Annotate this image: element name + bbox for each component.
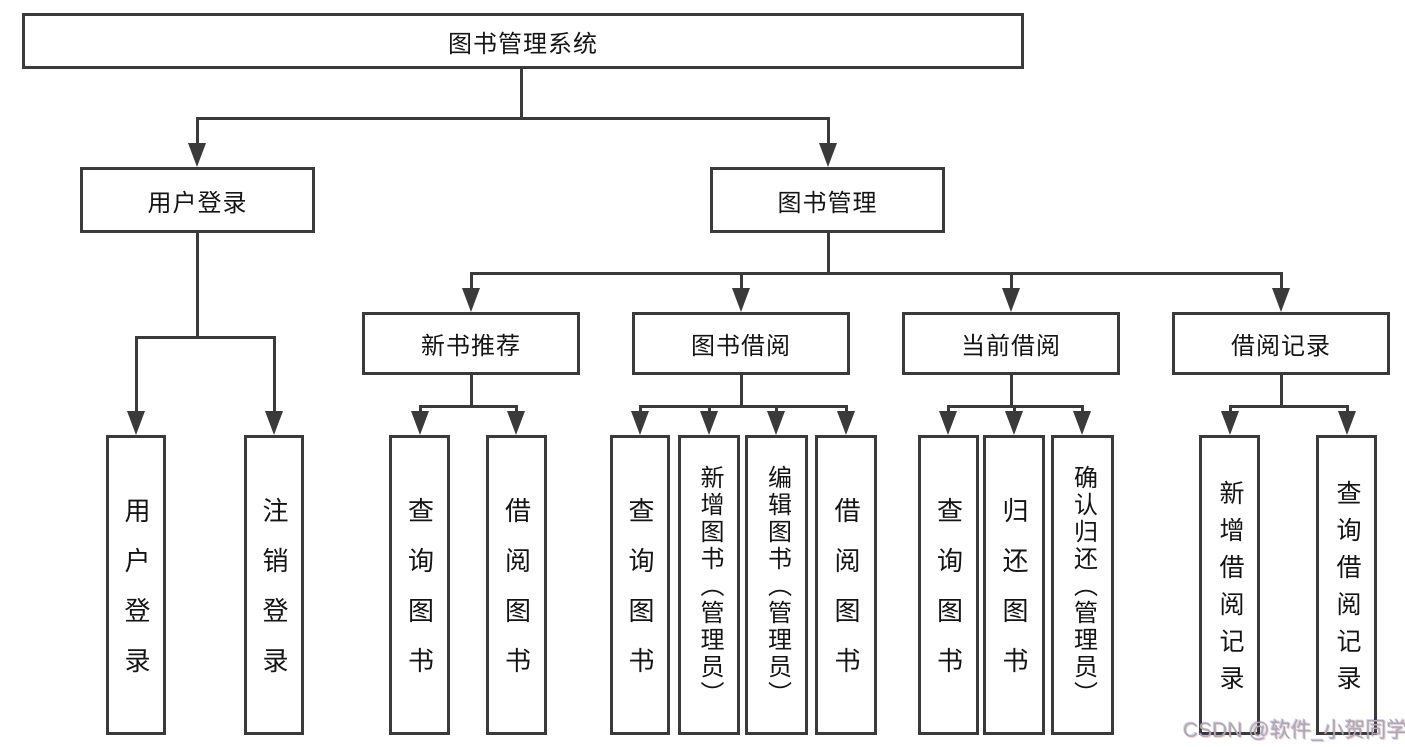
connector-line [196,233,199,339]
arrow-down-icon [127,411,145,435]
connector-line [470,375,473,408]
connector-line [1229,405,1232,413]
leaf-add-borrow-record: 新增借阅记录 [1199,435,1260,735]
connector-line [470,272,473,288]
node-library-system: 图书管理系统 [22,13,1024,69]
leaf-query-borrow-record: 查询借阅记录 [1316,435,1377,735]
arrow-down-icon [507,411,525,435]
node-book-borrow: 图书借阅 [632,312,850,375]
connector-line [196,117,199,144]
node-book-management: 图书管理 [710,167,945,233]
arrow-down-icon [819,143,837,167]
connector-line [470,272,1283,275]
connector-line [1346,405,1349,413]
connector-line [947,405,950,413]
connector-line [419,405,422,413]
arrow-down-icon [939,411,957,435]
node-borrow-records: 借阅记录 [1172,312,1390,375]
arrow-down-icon [631,411,649,435]
connector-line [639,405,848,408]
leaf-logout: 注销登录 [244,435,304,735]
connector-line [515,405,518,413]
arrow-down-icon [732,288,750,312]
leaf-borrow-borrow-book: 借阅图书 [815,435,877,735]
leaf-newbooks-borrow-book: 借阅图书 [486,435,547,735]
connector-line [520,69,523,120]
leaf-add-book-admin: 新增图书（管理员） [678,435,740,735]
connector-line [135,336,276,339]
connector-line [775,405,778,413]
arrow-down-icon [1221,411,1239,435]
connector-line [1229,405,1349,408]
arrow-down-icon [462,288,480,312]
connector-line [196,117,830,120]
connector-line [1280,272,1283,288]
arrow-down-icon [411,411,429,435]
arrow-down-icon [1002,288,1020,312]
leaf-confirm-return-admin: 确认归还（管理员） [1051,435,1114,735]
connector-line [708,405,711,413]
connector-line [135,336,138,412]
arrow-down-icon [700,411,718,435]
leaf-borrow-query-book: 查询图书 [610,435,670,735]
node-user-login: 用户登录 [80,167,315,233]
watermark: CSDN @软件_小贺同学 [1183,719,1405,742]
connector-line [740,375,743,408]
arrow-down-icon [1073,411,1091,435]
arrow-down-icon [767,411,785,435]
arrow-down-icon [1272,288,1290,312]
connector-line [1280,375,1283,408]
leaf-newbooks-query-book: 查询图书 [389,435,450,735]
arrow-down-icon [837,411,855,435]
leaf-user-login: 用户登录 [106,435,166,735]
connector-line [1081,405,1084,413]
arrow-down-icon [188,143,206,167]
leaf-current-query-book: 查询图书 [918,435,979,735]
connector-line [827,117,830,144]
arrow-down-icon [265,411,283,435]
connector-line [740,272,743,288]
connector-line [1013,405,1016,413]
connector-line [639,405,642,413]
connector-line [273,336,276,412]
arrow-down-icon [1005,411,1023,435]
node-new-book-recommend: 新书推荐 [362,312,580,375]
connector-line [1010,375,1013,408]
connector-line [845,405,848,413]
leaf-edit-book-admin: 编辑图书（管理员） [745,435,808,735]
node-current-borrow: 当前借阅 [902,312,1120,375]
connector-line [419,405,518,408]
connector-line [1010,272,1013,288]
arrow-down-icon [1338,411,1356,435]
connector-line [827,233,830,275]
leaf-return-book: 归还图书 [983,435,1045,735]
